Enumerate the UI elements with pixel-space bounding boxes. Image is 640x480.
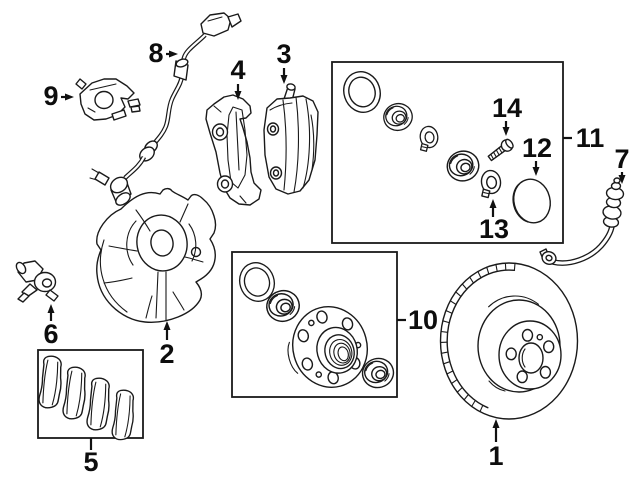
callout-13[interactable]: 13 [479,199,509,244]
part-retainer-bolt [487,138,514,162]
callout-14-label[interactable]: 14 [492,93,522,123]
part-brake-rotor [439,262,579,420]
seal-ring-icon [337,66,387,118]
callout-5-label[interactable]: 5 [83,447,98,477]
callout-10[interactable]: 10 [397,305,438,335]
callout-3[interactable]: 3 [276,39,292,84]
bearing-icon [443,146,483,186]
callout-4[interactable]: 4 [230,55,246,100]
part-wheel-hub [287,306,368,388]
callout-3-label[interactable]: 3 [276,39,291,69]
callouts: 1 2 3 4 5 6 7 [43,38,629,477]
part-grease-cap [512,178,551,224]
callout-6-label[interactable]: 6 [43,319,58,349]
part-brake-caliper [263,83,319,195]
callout-9[interactable]: 9 [43,81,74,111]
callout-5[interactable]: 5 [83,438,99,477]
brake-pad-icon [61,365,89,421]
group-brake-pad-box [37,349,144,442]
part-mounting-bracket [75,78,141,121]
callout-1-label[interactable]: 1 [488,441,503,471]
callout-12[interactable]: 12 [522,133,552,176]
brake-pad-icon [110,388,137,442]
callout-7-label[interactable]: 7 [614,144,629,174]
callout-11[interactable]: 11 [563,123,604,153]
lock-washer-icon [416,124,441,153]
part-splash-shield [96,187,217,323]
callout-4-label[interactable]: 4 [230,55,245,85]
bearing-icon [380,99,416,135]
callout-7[interactable]: 7 [614,144,630,184]
part-brake-hose [539,177,625,266]
callout-9-label[interactable]: 9 [43,81,58,111]
callout-8-label[interactable]: 8 [148,38,163,68]
group-bearing-kit-box [331,61,564,244]
part-speed-sensor [15,260,59,303]
callout-14[interactable]: 14 [492,93,522,136]
group-hub-kit-box [231,251,398,398]
callout-13-label[interactable]: 13 [479,214,509,244]
brake-pad-icon [85,376,113,432]
part-caliper-bracket [205,94,262,206]
callout-8[interactable]: 8 [148,38,178,68]
callout-2[interactable]: 2 [159,321,175,369]
part-wear-sensor-wire [89,12,242,206]
callout-2-label[interactable]: 2 [159,339,174,369]
callout-6[interactable]: 6 [43,304,59,349]
callout-12-label[interactable]: 12 [522,133,552,163]
callout-10-label[interactable]: 10 [408,305,438,335]
rotor-vent-ticks [439,262,516,413]
callout-1[interactable]: 1 [488,419,504,471]
part-lock-ring [477,168,504,200]
brake-pad-icon [37,354,65,410]
callout-11-label[interactable]: 11 [576,123,605,153]
